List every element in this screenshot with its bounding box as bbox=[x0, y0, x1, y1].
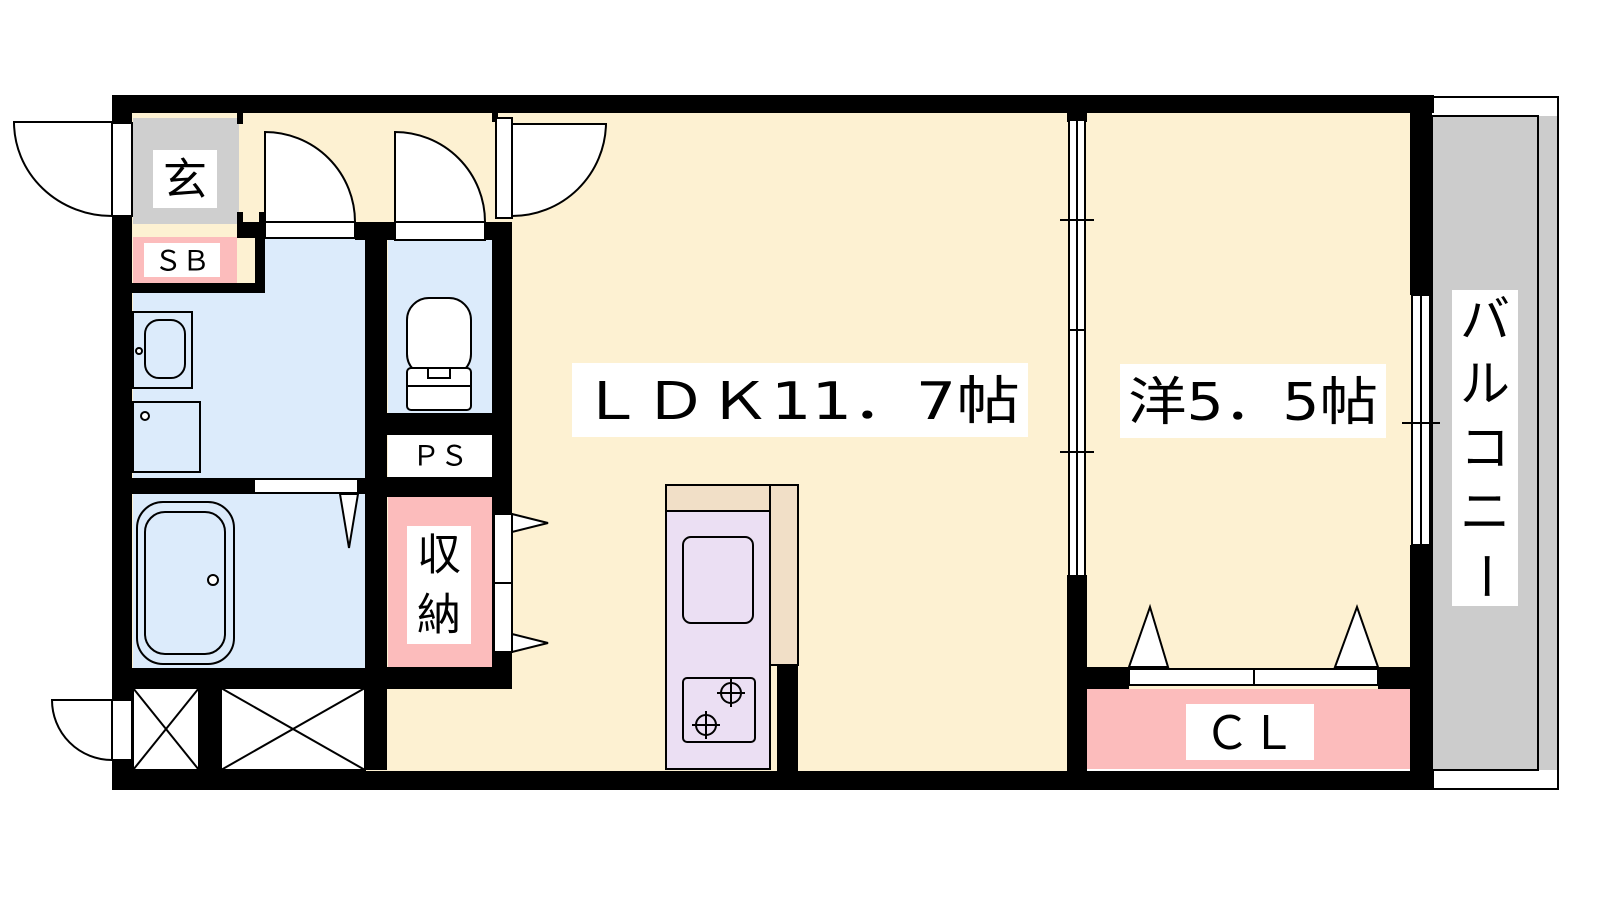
fixtures bbox=[132, 297, 472, 771]
doors bbox=[12, 117, 1380, 762]
storage-label-line2: 納 bbox=[417, 590, 461, 641]
label-backgrounds bbox=[144, 150, 1518, 760]
closet-label: ＣＬ bbox=[1204, 706, 1296, 760]
windows bbox=[1060, 119, 1440, 577]
kitchen bbox=[665, 484, 799, 770]
washroom-door-swing-icon bbox=[243, 118, 357, 239]
washroom-floor bbox=[133, 236, 365, 480]
utility-floor bbox=[133, 688, 365, 770]
western-room-label: 洋5．5帖 bbox=[1128, 373, 1378, 433]
balcony-label: バ ル コ ニ ー bbox=[1456, 291, 1514, 601]
entrance-label: 玄 bbox=[163, 155, 207, 206]
storage-label-line1: 収 bbox=[417, 530, 461, 581]
balcony-label-char: ル bbox=[1460, 355, 1510, 413]
shoe-box-label: ＳＢ bbox=[154, 245, 210, 278]
washer-icon bbox=[132, 401, 201, 473]
meter-box-icon bbox=[132, 687, 366, 771]
pipe-space bbox=[388, 435, 492, 477]
kitchen-counter-side bbox=[769, 484, 799, 666]
ldk-label: ＬＤＫ11．7帖 bbox=[580, 372, 1020, 432]
stove-icon bbox=[682, 677, 756, 743]
kitchen-sink-icon bbox=[682, 536, 754, 624]
bathroom-door-icon bbox=[253, 478, 360, 549]
pipe-space-label: ＰＳ bbox=[412, 440, 468, 473]
ldk-door-swing-icon bbox=[495, 117, 608, 219]
storage-door-icon bbox=[493, 512, 549, 654]
balcony-label-char: コ bbox=[1460, 419, 1510, 477]
bathroom-floor bbox=[133, 490, 365, 668]
front-door-swing-icon bbox=[12, 121, 133, 218]
kitchen-counter-top bbox=[665, 484, 771, 512]
toilet-icon bbox=[406, 297, 472, 411]
exterior-walls bbox=[112, 95, 1434, 790]
toilet-door-swing-icon bbox=[394, 130, 487, 241]
closet-door-icon bbox=[1127, 603, 1380, 686]
bathtub-icon bbox=[136, 501, 235, 665]
washbasin-icon bbox=[132, 311, 193, 389]
balcony-label-char: ー bbox=[1456, 551, 1514, 601]
balcony-label-char: ニ bbox=[1460, 483, 1510, 541]
balcony-label-char: バ bbox=[1460, 291, 1510, 349]
utility-door-swing-icon bbox=[50, 699, 133, 762]
stove-burner-icon bbox=[692, 679, 745, 739]
